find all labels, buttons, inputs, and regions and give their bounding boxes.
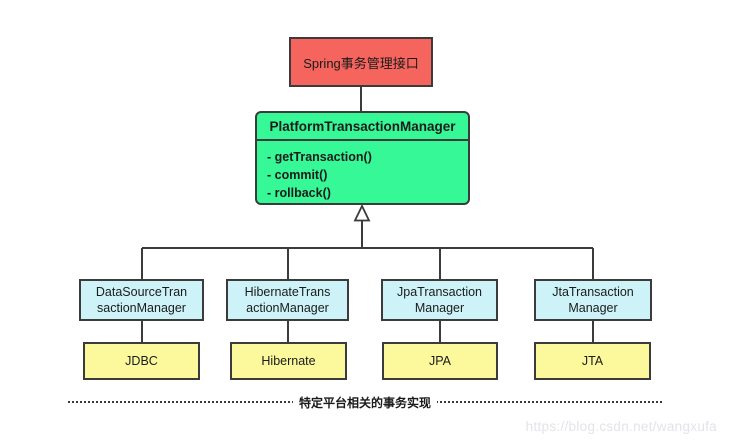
platform-label: JTA bbox=[581, 354, 604, 368]
manager-class-title: PlatformTransactionManager bbox=[257, 113, 468, 141]
manager-method-list: - getTransaction() - commit() - rollback… bbox=[257, 141, 468, 202]
node-platform-transaction-manager: PlatformTransactionManager - getTransact… bbox=[255, 111, 470, 205]
impl-label-line2: actionManager bbox=[246, 301, 329, 315]
interface-label: Spring事务管理接口 bbox=[303, 55, 419, 71]
impl-label-line1: DataSourceTran bbox=[95, 285, 188, 299]
impl-label-line1: JtaTransaction bbox=[552, 285, 634, 299]
platform-label: Hibernate bbox=[261, 354, 316, 368]
node-spring-transaction-interface: Spring事务管理接口 bbox=[289, 37, 433, 87]
impl-label-line2: Manager bbox=[568, 301, 618, 315]
node-platform-jta: JTA bbox=[534, 342, 651, 380]
impl-label-line1: HibernateTrans bbox=[244, 285, 331, 299]
impl-label-line1: JpaTransaction bbox=[397, 285, 482, 299]
node-jpa-transaction-manager: JpaTransaction Manager bbox=[381, 279, 498, 321]
node-jta-transaction-manager: JtaTransaction Manager bbox=[534, 279, 652, 321]
node-datasource-transaction-manager: DataSourceTran sactionManager bbox=[79, 279, 204, 321]
platform-label: JDBC bbox=[125, 354, 158, 368]
node-platform-hibernate: Hibernate bbox=[230, 342, 347, 380]
inheritance-triangle-icon bbox=[353, 203, 371, 222]
node-platform-jdbc: JDBC bbox=[83, 342, 200, 380]
impl-label-line2: Manager bbox=[414, 301, 465, 315]
separator-label: 特定平台相关的事务实现 bbox=[292, 394, 438, 411]
method-get-transaction: - getTransaction() bbox=[267, 150, 372, 164]
watermark-url: https://blog.csdn.net/wangxufa bbox=[525, 419, 717, 434]
node-platform-jpa: JPA bbox=[382, 342, 498, 380]
method-commit: - commit() bbox=[267, 168, 328, 182]
impl-label-line2: sactionManager bbox=[97, 301, 186, 315]
method-rollback: - rollback() bbox=[267, 186, 331, 200]
platform-label: JPA bbox=[429, 354, 451, 368]
node-hibernate-transaction-manager: HibernateTrans actionManager bbox=[226, 279, 349, 321]
